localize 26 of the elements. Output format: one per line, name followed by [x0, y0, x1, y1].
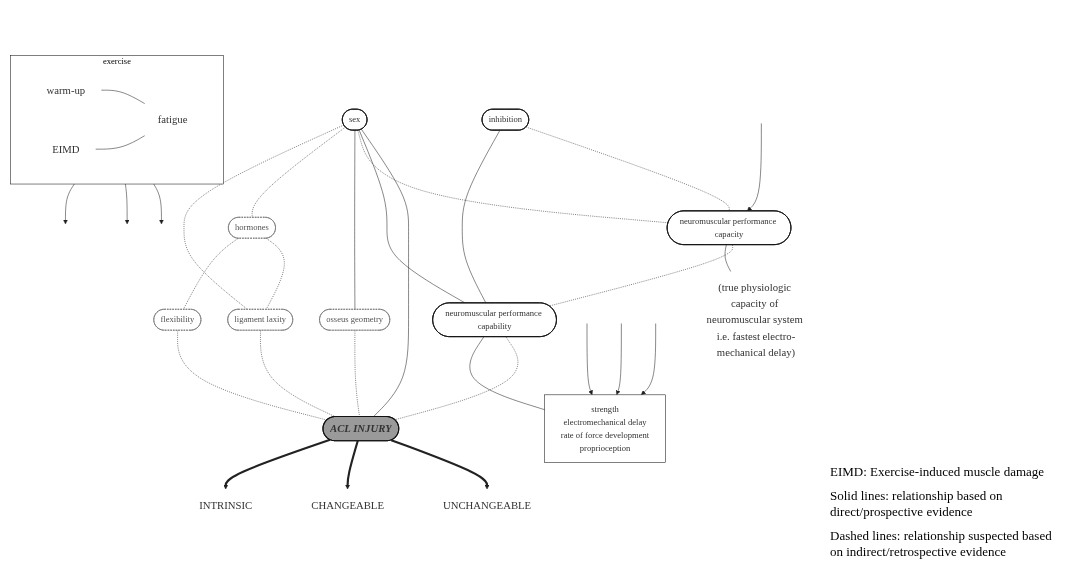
- note-text: Solid lines: relationship based on direct/prospective evidence: [830, 488, 1004, 520]
- connector: [724, 244, 731, 272]
- connector: [357, 129, 669, 223]
- arrow: [223, 438, 331, 490]
- node-text: UNCHANGEABLE: [442, 499, 532, 511]
- connector: [469, 336, 545, 410]
- connector: [361, 128, 409, 417]
- arrow: [390, 438, 490, 490]
- note-text: EIMD: Exercise-induced muscle damage: [830, 464, 1046, 480]
- arrow: [345, 440, 359, 490]
- note-text: Dashed lines: relationship suspected based on indirect/retrospective evidence: [830, 528, 1053, 560]
- connector: [251, 126, 346, 218]
- connector: [525, 126, 730, 211]
- connector: [354, 129, 356, 310]
- node-text: CHANGEABLE: [311, 499, 384, 511]
- node-text: fatigue: [157, 113, 188, 126]
- node-text: warm-up: [46, 83, 86, 96]
- node-text: (true physiologic capacity of neuromuscular system i.e. fastest electro-mechanical delay): [706, 281, 803, 358]
- node-box: strength electromechanical delay rate of force development proprioception: [544, 394, 666, 463]
- node-text: INTRINSIC: [199, 499, 253, 511]
- node-text: EIMD: [52, 142, 80, 155]
- connector: [358, 129, 466, 303]
- connector: [183, 124, 345, 310]
- connector: [462, 129, 501, 303]
- connector: [394, 336, 519, 420]
- connector: [549, 244, 733, 306]
